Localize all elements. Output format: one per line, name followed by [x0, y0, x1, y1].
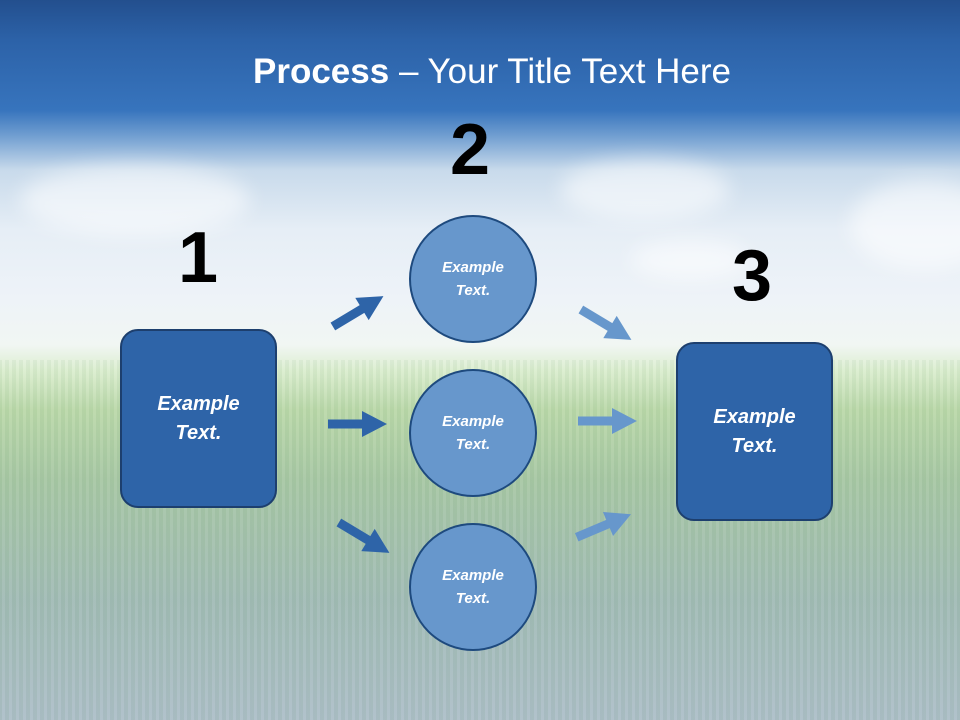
step-1-box: Example Text.: [120, 329, 277, 508]
title-bold: Process: [253, 52, 390, 91]
circle-text: Example Text.: [442, 567, 504, 607]
cloud: [630, 240, 750, 280]
cloud: [850, 180, 960, 270]
arrow-up-right: [330, 296, 384, 331]
cloud: [20, 165, 250, 235]
arrow-up-right: [574, 512, 632, 542]
step-2-circle-top: Example Text.: [409, 215, 537, 343]
step-2-circle-middle: Example Text.: [409, 369, 537, 497]
step-number-3: 3: [732, 236, 773, 316]
step-2-circle-bottom: Example Text.: [409, 523, 537, 651]
circle-text: Example Text.: [442, 259, 504, 299]
step-3-box: Example Text.: [676, 342, 833, 521]
slide-title: Process – Your Title Text Here: [0, 52, 960, 92]
arrow-right: [578, 408, 637, 434]
cloud: [560, 160, 730, 220]
step-number-1: 1: [178, 218, 219, 298]
arrow-right: [328, 411, 387, 437]
step-1-text: Example Text.: [157, 392, 240, 444]
title-rest: – Your Title Text Here: [389, 52, 731, 91]
step-3-text: Example Text.: [713, 405, 796, 457]
circle-text: Example Text.: [442, 413, 504, 453]
arrow-down-right: [578, 305, 632, 340]
arrow-down-right: [336, 518, 390, 553]
step-number-2: 2: [450, 110, 491, 190]
